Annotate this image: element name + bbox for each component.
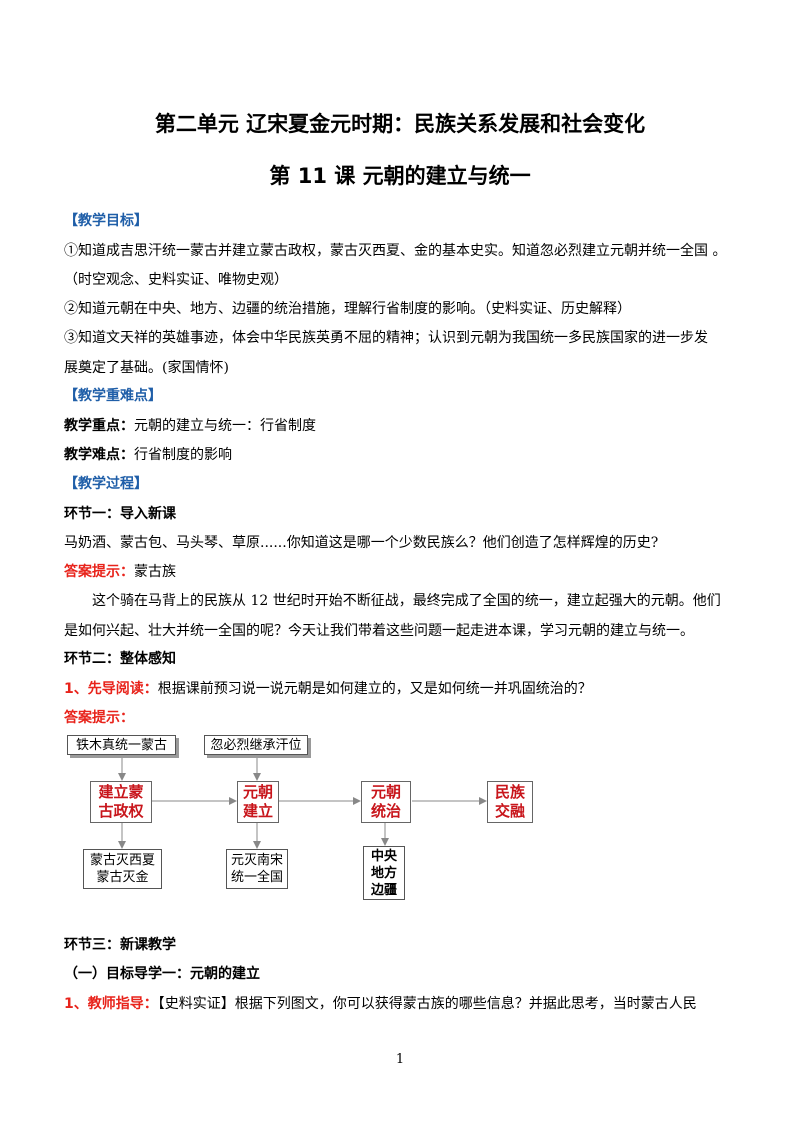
- difficulty-text: 行省制度的影响: [134, 447, 232, 463]
- objective-1-line1: ①知道成吉思汗统一蒙古并建立蒙古政权，蒙古灭西夏、金的基本史实。知道忽必烈建立元…: [64, 243, 727, 259]
- objective-3-line1: ③知道文天祥的英雄事迹，体会中华民族英勇不屈的精神；认识到元朝为我国统一多民族国…: [64, 330, 708, 346]
- box-conquer-xixia-jin: 蒙古灭西夏蒙古灭金: [83, 849, 162, 889]
- box-yuan-founded: 元朝建立: [237, 781, 279, 823]
- objectives-heading: 【教学目标】: [64, 213, 148, 229]
- difficulty-line: 教学难点：行省制度的影响: [64, 444, 232, 464]
- lesson-title: 第 11 课 元朝的建立与统一: [269, 164, 531, 188]
- goal1-heading: （一）目标导学一：元朝的建立: [64, 966, 260, 982]
- focus-text: 元朝的建立与统一：行省制度: [134, 418, 316, 434]
- answer1-text: 蒙古族: [134, 564, 176, 580]
- step1-text: 马奶酒、蒙古包、马头琴、草原......你知道这是哪一个少数民族么？他们创造了怎…: [64, 535, 659, 551]
- box-central-local-frontier: 中央地方边疆: [363, 846, 405, 900]
- intro-para-line1: 这个骑在马背上的民族从 12 世纪时开始不断征战，最终完成了全国的统一，建立起强…: [92, 593, 721, 609]
- box-yuan-rule: 元朝统治: [361, 781, 411, 823]
- objective-1-line2: （时空观念、史料实证、唯物史观）: [64, 272, 288, 288]
- preview-label: 1、先导阅读：: [64, 681, 158, 697]
- teacher-line: 1、教师指导：【史料实证】根据下列图文，你可以获得蒙古族的哪些信息？并据此思考，…: [64, 993, 697, 1013]
- box-mongol-regime: 建立蒙古政权: [90, 781, 152, 823]
- intro-para-line2: 是如何兴起、壮大并统一全国的呢？今天让我们带着这些问题一起走进本课，学习元朝的建…: [64, 623, 694, 639]
- answer1-label: 答案提示：: [64, 564, 134, 580]
- focus-line: 教学重点：元朝的建立与统一：行省制度: [64, 415, 316, 435]
- box-kublai-succession: 忽必烈继承汗位: [204, 735, 308, 755]
- step3-label: 环节三：新课教学: [64, 937, 176, 953]
- page-number: 1: [395, 1052, 405, 1067]
- preview-text: 根据课前预习说一说元朝是如何建立的，又是如何统一并巩固统治的？: [157, 681, 592, 697]
- keypoints-heading: 【教学重难点】: [64, 388, 162, 404]
- box-ethnic-integration: 民族交融: [487, 781, 533, 823]
- objective-2: ②知道元朝在中央、地方、边疆的统治措施，理解行省制度的影响。（史料实证、历史解释…: [64, 301, 631, 317]
- teacher-label: 1、教师指导：: [64, 996, 158, 1012]
- preview-line: 1、先导阅读：根据课前预习说一说元朝是如何建立的，又是如何统一并巩固统治的？: [64, 678, 592, 698]
- box-temujin-unify: 铁木真统一蒙古: [67, 735, 176, 755]
- objective-3-line2: 展奠定了基础。(家国情怀): [64, 360, 229, 376]
- step2-label: 环节二：整体感知: [64, 651, 176, 667]
- teacher-text: 【史料实证】根据下列图文，你可以获得蒙古族的哪些信息？并据此思考，当时蒙古人民: [157, 996, 697, 1012]
- box-conquer-song: 元灭南宋统一全国: [226, 849, 288, 889]
- answer2-label: 答案提示：: [64, 710, 134, 726]
- unit-title: 第二单元 辽宋夏金元时期：民族关系发展和社会变化: [154, 112, 646, 136]
- answer1-line: 答案提示：蒙古族: [64, 561, 176, 581]
- focus-label: 教学重点：: [64, 418, 134, 434]
- process-heading: 【教学过程】: [64, 476, 148, 492]
- difficulty-label: 教学难点：: [64, 447, 134, 463]
- step1-label: 环节一：导入新课: [64, 506, 176, 522]
